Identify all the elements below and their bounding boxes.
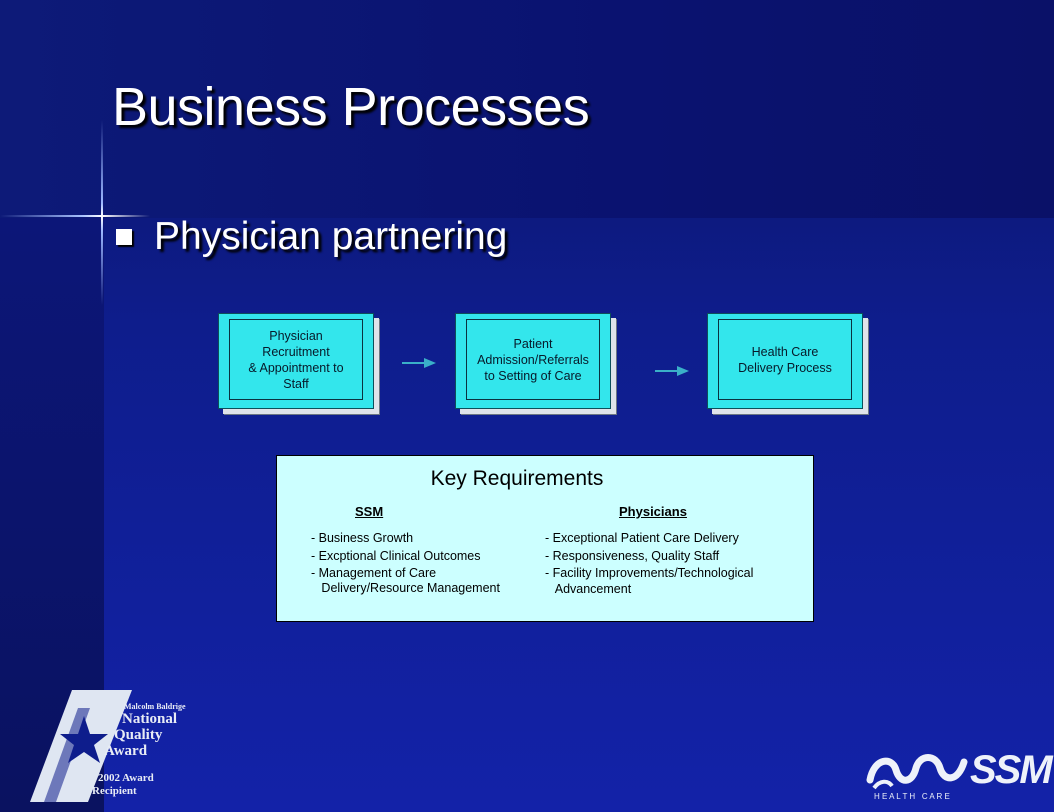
bullet-item: Physician partnering [116,215,507,259]
process-box-admission: Patient Admission/Referrals to Setting o… [455,313,611,409]
ssm-health-care-logo: SSM H E A L T H C A R E [866,748,1053,805]
bullet-square-icon [116,229,132,245]
process-box-recruitment: Physician Recruitment & Appointment to S… [218,313,374,409]
arrow-right-icon [655,365,691,377]
slide-title: Business Processes [112,77,590,137]
baldrige-line4: Award [104,743,148,759]
ssm-tagline: H E A L T H C A R E [874,792,950,801]
baldrige-line3: Quality [114,727,163,743]
physicians-requirement: - Facility Improvements/Technological [545,566,754,580]
ssm-requirement: - Excptional Clinical Outcomes [311,549,481,563]
process-box-label: Health Care Delivery Process [718,319,852,400]
ssm-name: SSM [970,748,1053,792]
baldrige-line2: National [122,711,178,727]
ssm-wave-icon [866,754,968,790]
process-box-label: Patient Admission/Referrals to Setting o… [466,319,600,400]
physicians-requirement: Advancement [545,582,632,596]
process-box-delivery: Health Care Delivery Process [707,313,863,409]
ssm-requirement: - Management of Care [311,566,437,580]
baldrige-star-icon [30,690,132,802]
decorative-vertical-line [101,120,103,305]
ssm-requirement: - Business Growth [311,531,414,545]
physicians-heading: Physicians [619,504,687,519]
physicians-requirement: - Exceptional Patient Care Delivery [545,531,739,545]
ssm-requirement: Delivery/Resource Management [311,581,500,595]
title-band [0,0,1054,218]
key-requirements-box: Key Requirements SSM - Business Growth -… [276,455,814,622]
arrow-right-icon [402,357,438,369]
decorative-horizontal-line [0,215,150,217]
ssm-heading: SSM [355,504,384,519]
bullet-text: Physician partnering [154,215,508,258]
baldrige-line6: Recipient [92,785,137,797]
baldrige-award-logo: Malcolm Baldrige National Quality Award … [28,690,198,805]
physicians-requirement: - Responsiveness, Quality Staff [545,549,720,563]
process-box-label: Physician Recruitment & Appointment to S… [229,319,363,400]
key-requirements-title: Key Requirements [430,467,604,490]
baldrige-line1: Malcolm Baldrige [124,702,186,711]
baldrige-line5: 2002 Award [98,772,154,784]
